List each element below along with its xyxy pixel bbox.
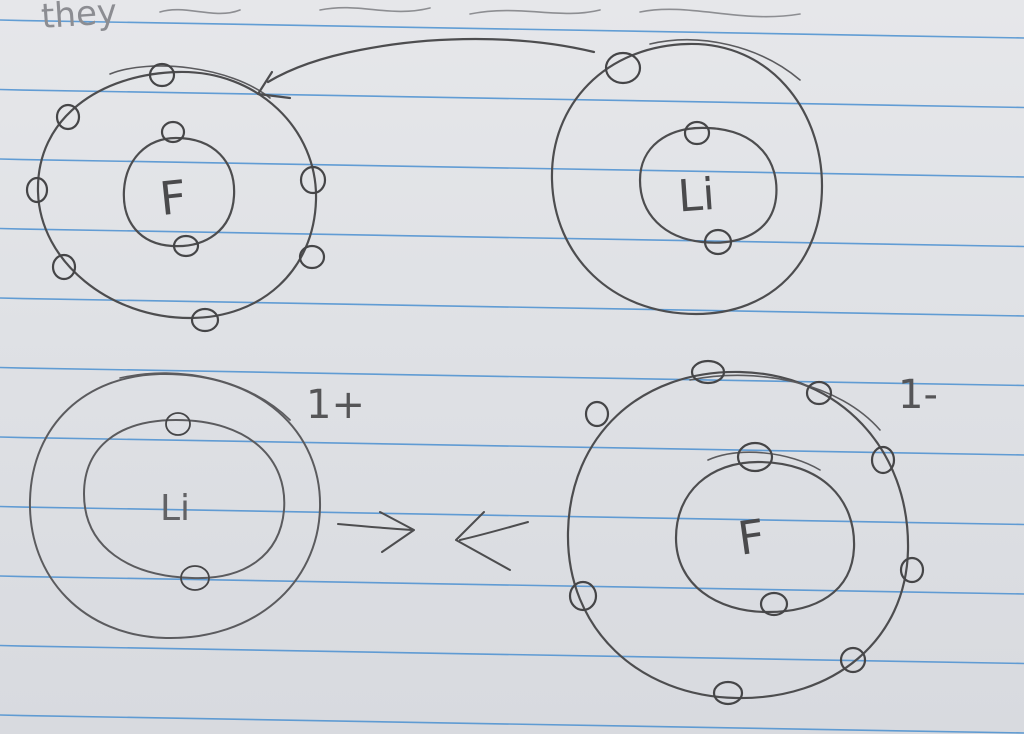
fluorine-symbol: F (157, 170, 189, 226)
ruled-line (0, 366, 1024, 387)
fluoride-ion-charge: 1- (898, 372, 938, 418)
electron (160, 120, 186, 144)
lithium-ion-outer-shell-trace (119, 372, 291, 421)
electron (165, 412, 191, 436)
fluoride-outer-shell-trace (689, 374, 881, 431)
electron (148, 62, 176, 88)
electron (703, 228, 733, 256)
ruled-line (0, 575, 1024, 595)
lithium-symbol: Li (676, 169, 716, 222)
lithium-ion-symbol: Li (160, 488, 190, 529)
lithium-ion-inner-shell (83, 419, 286, 580)
fluoride-symbol: F (734, 509, 768, 566)
ruled-line (0, 19, 1024, 39)
fluorine-outer-shell-trace (109, 65, 271, 99)
electron (298, 244, 326, 270)
ruled-line (0, 436, 1024, 456)
ruled-line (0, 227, 1024, 248)
fluoride-outer-shell (566, 370, 910, 700)
ruled-line (0, 644, 1024, 665)
transfer-arrow-shaft (266, 37, 596, 84)
electron (870, 445, 896, 475)
electron (805, 380, 833, 406)
lithium-ion-charge: 1+ (306, 382, 365, 428)
electron (55, 103, 81, 131)
electron (25, 176, 49, 204)
electron (584, 400, 610, 428)
electron (568, 580, 598, 612)
header-scribble (159, 6, 801, 18)
right-arrow (337, 511, 415, 553)
ruled-line (0, 88, 1024, 109)
electron (839, 646, 867, 674)
fluoride-inner-shell (674, 460, 856, 614)
electron (690, 359, 726, 385)
lithium-atom: Li (550, 38, 824, 316)
fluoride-ion: F 1- (566, 359, 938, 706)
ruled-line (0, 505, 1024, 526)
ruled-line (0, 297, 1024, 317)
lithium-ion-outer-shell (28, 372, 322, 640)
electron (899, 556, 925, 584)
electron-transfer-arrow (256, 37, 596, 100)
electron (51, 253, 77, 281)
ruled-line (0, 158, 1024, 178)
lithium-inner-shell (638, 126, 778, 244)
left-arrow (455, 511, 529, 571)
electron (299, 165, 327, 195)
ruled-lines (0, 19, 1024, 734)
lithium-outer-shell-trace (649, 38, 801, 81)
transfer-arrow-head (256, 70, 292, 100)
fluorine-outer-shell (36, 70, 318, 320)
header-text: they (40, 0, 119, 37)
electron (180, 565, 210, 591)
electron (604, 51, 642, 85)
electron (712, 680, 744, 706)
fluoride-inner-shell-trace (707, 451, 821, 471)
electron (759, 591, 789, 617)
electron (190, 307, 220, 333)
lithium-outer-shell (550, 42, 824, 316)
lithium-ion: Li 1+ (28, 372, 365, 640)
fluorine-inner-shell (122, 136, 236, 248)
electron (683, 120, 711, 146)
fluorine-atom: F (25, 62, 327, 333)
ruled-line (0, 714, 1024, 734)
attraction-arrows (337, 511, 529, 571)
electron (736, 441, 774, 473)
electron (172, 234, 200, 258)
